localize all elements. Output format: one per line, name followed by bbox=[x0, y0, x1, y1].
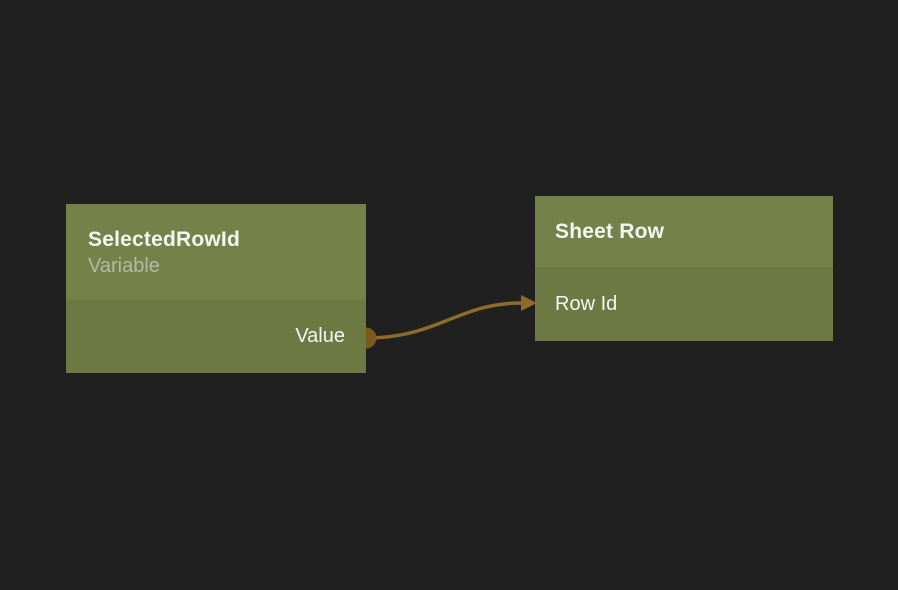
node-title: SelectedRowId bbox=[88, 228, 240, 251]
input-port-label-row-id[interactable]: Row Id bbox=[555, 292, 618, 315]
node-subtitle: Variable bbox=[88, 255, 160, 277]
connection-wire-value-to-rowid[interactable] bbox=[364, 301, 523, 340]
node-header[interactable]: SelectedRowId Variable bbox=[66, 204, 366, 300]
node-selectedrowid[interactable]: SelectedRowId Variable Value bbox=[66, 204, 366, 373]
node-header[interactable]: Sheet Row bbox=[535, 196, 833, 267]
output-port-label-value[interactable]: Value bbox=[295, 325, 345, 347]
node-sheet-row[interactable]: Sheet Row Row Id bbox=[535, 196, 833, 341]
node-title: Sheet Row bbox=[555, 220, 665, 243]
node-body: Row Id bbox=[535, 267, 833, 341]
node-body: Value bbox=[66, 300, 366, 373]
